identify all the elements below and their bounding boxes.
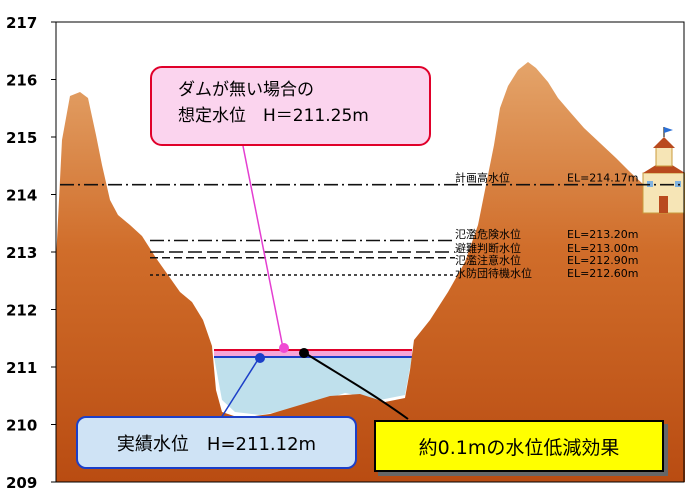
effect-marker (299, 348, 309, 358)
y-axis: 209 210 211 212 213 214 215 216 217 (6, 14, 56, 492)
y-tick-label: 210 (6, 417, 37, 435)
reference-level-label: 氾濫危険水位 (455, 227, 521, 241)
y-tick-label: 214 (6, 187, 37, 205)
no-dam-marker (279, 343, 289, 353)
actual-level-callout: 実績水位 H=211.12m (76, 416, 357, 469)
reference-level-value: EL=213.20m (567, 228, 639, 241)
no-dam-connector (242, 145, 284, 349)
no-dam-band (214, 350, 412, 357)
effect-connector (304, 352, 409, 420)
reference-level-value: EL=213.00m (567, 242, 639, 255)
actual-connector (220, 357, 260, 419)
y-tick-label: 215 (6, 129, 37, 147)
water-area (214, 357, 412, 415)
actual-marker (255, 353, 265, 363)
reference-level-value: EL=212.90m (567, 254, 639, 267)
reference-level-label: 避難判断水位 (455, 241, 521, 255)
y-tick-label: 217 (6, 14, 37, 32)
no-dam-callout-line2: 想定水位 H＝211.25m (178, 106, 369, 126)
y-tick-label: 211 (6, 359, 37, 377)
reference-level-label: 計画高水位 (455, 171, 510, 185)
plot-area (56, 62, 685, 482)
school-icon (642, 127, 685, 214)
no-dam-callout: ダムが無い場合の 想定水位 H＝211.25m (150, 66, 431, 146)
reference-levels: 計画高水位 EL=214.17m 氾濫危険水位 EL=213.20m 避難判断水位 EL=… (60, 171, 684, 280)
y-tick-label: 213 (6, 244, 37, 262)
reference-level-label: 水防団待機水位 (455, 266, 532, 280)
no-dam-callout-line1: ダムが無い場合の (178, 80, 314, 100)
terrain-left (56, 62, 685, 482)
y-tick-label: 212 (6, 302, 37, 320)
reference-level-value: EL=214.17m (567, 172, 639, 185)
y-tick-label: 209 (6, 474, 37, 492)
reference-level-label: 氾濫注意水位 (455, 253, 521, 267)
reference-level-value: EL=212.60m (567, 267, 639, 280)
y-tick-label: 216 (6, 72, 37, 90)
reduction-effect-callout: 約0.1mの水位低減効果 (374, 420, 664, 472)
